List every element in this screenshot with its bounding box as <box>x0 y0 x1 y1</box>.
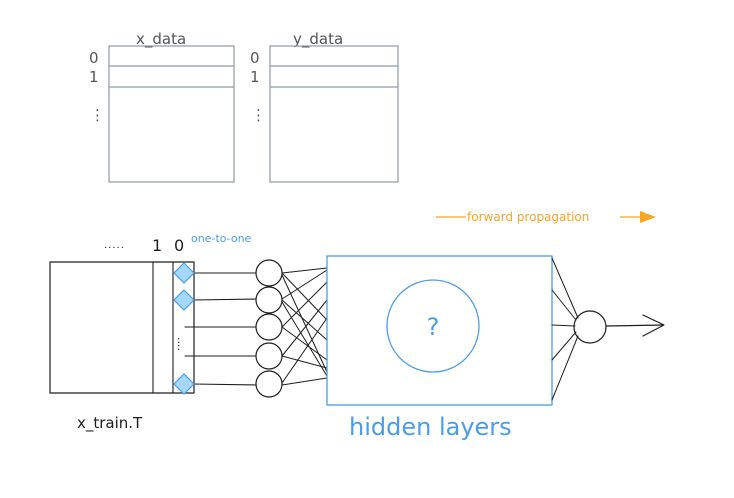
input-connections <box>184 272 257 386</box>
hidden-connections <box>281 267 328 386</box>
y-data-table: y_data 0 1 ⋮ <box>250 30 399 183</box>
y-data-row-label: ⋮ <box>251 106 266 124</box>
y-data-row-label: 1 <box>250 68 260 86</box>
output-neuron-icon <box>573 310 607 344</box>
one-to-one-label: one-to-one <box>191 232 252 245</box>
output-arrow-shaft <box>605 324 664 327</box>
input-diamond-icon <box>173 262 195 284</box>
neuron-circle-icon <box>255 370 283 398</box>
forward-propagation-annotation: forward propagation <box>436 210 656 224</box>
x-data-row-label: 1 <box>89 68 99 86</box>
x-data-table: x_data 0 1 ⋮ <box>89 30 235 183</box>
output-arrow-head-icon <box>642 314 665 337</box>
forward-arrow-head-icon <box>640 211 656 223</box>
y-data-row-label: 0 <box>250 49 260 67</box>
x-train-column-label: 0 <box>174 236 184 255</box>
output-node <box>573 310 665 344</box>
neuron-circle-icon <box>255 313 283 341</box>
input-diamond-icon <box>173 373 195 395</box>
x-data-row-label: 0 <box>89 49 99 67</box>
x-data-row-label: ⋮ <box>90 106 105 124</box>
neuron-circle-icon <box>255 342 283 370</box>
x-train-block: ..... 1 0 one-to-one .... x_train.T <box>49 232 252 433</box>
neuron-circle-icon <box>255 259 283 287</box>
hidden-layers-box: ? hidden layers <box>326 255 553 441</box>
x-train-frame <box>49 261 195 394</box>
hidden-layers-frame <box>326 255 553 406</box>
forward-propagation-label: forward propagation <box>467 210 589 224</box>
x-train-label: x_train.T <box>77 414 143 433</box>
neuron-circle-icon <box>255 286 283 314</box>
y-data-table-frame <box>269 45 399 183</box>
y-data-header: y_data <box>293 30 343 49</box>
output-connections <box>551 257 579 401</box>
unknown-mark: ? <box>427 313 440 341</box>
input-diamond-icon <box>173 289 195 311</box>
x-data-header: x_data <box>136 30 186 49</box>
x-train-dots: ..... <box>104 240 125 251</box>
unknown-circle-icon <box>386 279 480 373</box>
input-nodes <box>173 262 195 395</box>
hidden-layers-label: hidden layers <box>349 413 512 441</box>
x-train-column-ellipsis: .... <box>175 337 188 351</box>
x-data-table-frame <box>108 45 235 183</box>
x-train-column-label: 1 <box>152 236 162 255</box>
input-neurons <box>255 259 283 398</box>
